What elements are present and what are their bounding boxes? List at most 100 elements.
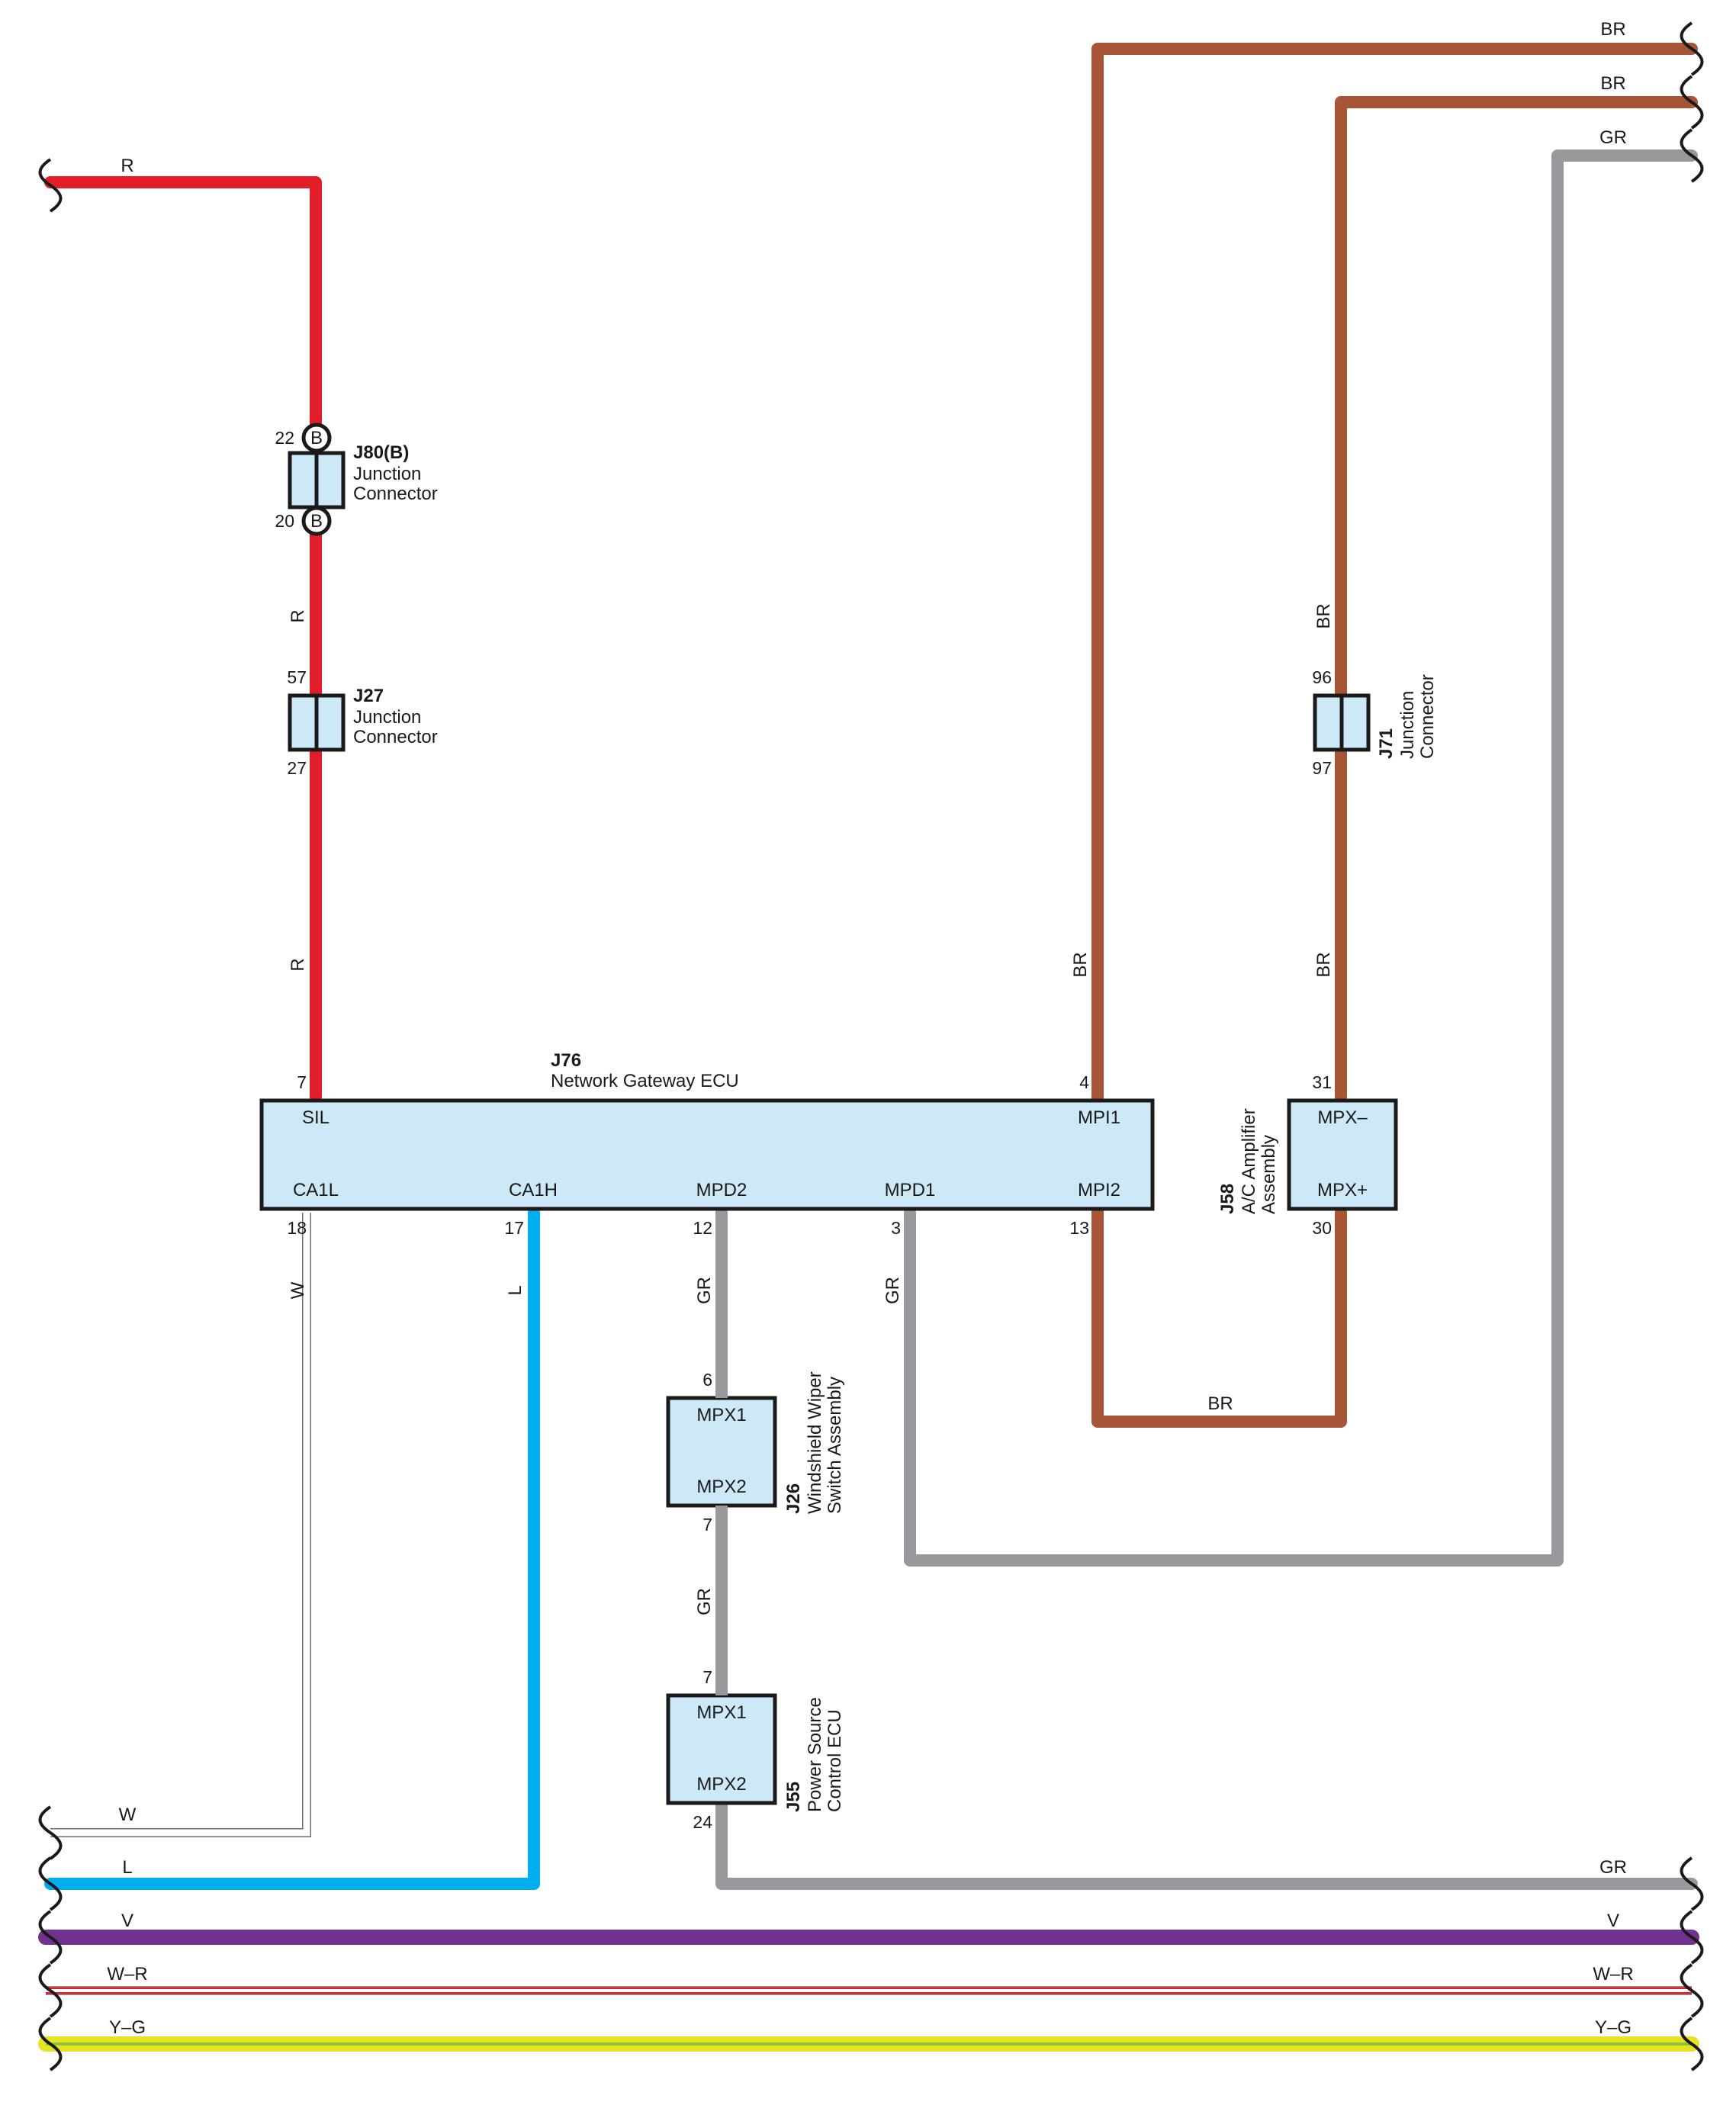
badge-b-top [301, 423, 332, 453]
wire-br-outer [1091, 43, 1698, 1428]
wire-label-gr: GR [1599, 1857, 1627, 1878]
pin-number: 96 [1312, 667, 1332, 687]
wire-label-r: R [288, 609, 308, 622]
terminal-mpi1: MPI1 [1078, 1107, 1120, 1128]
connector-name: Connector [353, 727, 438, 747]
pin-number: 57 [287, 667, 307, 687]
wire-label-w: W [288, 1281, 308, 1299]
pin-number: 6 [702, 1370, 712, 1390]
badge-b-bottom [301, 506, 332, 536]
terminal-mpx1: MPX1 [696, 1702, 746, 1723]
connector-name: Connector [1417, 674, 1438, 759]
wire-label-gr: GR [882, 1277, 903, 1304]
pin-number: 30 [1312, 1218, 1332, 1238]
wire-w [50, 1213, 311, 1837]
badge-label: B [310, 428, 323, 448]
component-j58: MPX– MPX+ 31 30 J58 A/C Amplifier Assemb… [1217, 1072, 1398, 1238]
pin-number: 24 [693, 1812, 712, 1832]
break-mark-right [1680, 1910, 1704, 1965]
badge-label: B [310, 511, 323, 532]
terminal-mpi2: MPI2 [1078, 1180, 1120, 1200]
wire-label-wr: W–R [107, 1964, 147, 1984]
component-name: Assembly [1259, 1135, 1279, 1214]
wire-label-yg: Y–G [109, 2017, 146, 2038]
wire-gr-loop [904, 149, 1698, 1567]
wire-label-l: L [122, 1857, 132, 1878]
wire-label-br: BR [1313, 952, 1334, 977]
break-mark-right [1680, 128, 1704, 183]
break-mark-left [38, 2017, 63, 2071]
connector-name: Junction [353, 464, 421, 484]
break-mark-right [1680, 75, 1704, 130]
wire-label-yg: Y–G [1595, 2017, 1632, 2038]
break-mark-left [38, 1910, 63, 1965]
pin-number: 18 [287, 1218, 307, 1238]
wire-br-inner [1335, 96, 1698, 1103]
wire-label-br: BR [1207, 1393, 1233, 1414]
connector-id: J27 [353, 686, 384, 706]
component-name: Windshield Wiper [805, 1371, 825, 1514]
break-mark-left [38, 1963, 63, 2018]
pin-number: 17 [504, 1218, 524, 1238]
terminal-mpx-minus: MPX– [1317, 1107, 1368, 1128]
connector-name: Connector [353, 484, 438, 504]
wire-label-v: V [1607, 1911, 1619, 1931]
pin-number: 7 [297, 1072, 307, 1092]
wire-label-br: BR [1070, 952, 1091, 977]
connector-name: Junction [353, 707, 421, 728]
pin-number: 31 [1312, 1072, 1332, 1092]
wire-gr-mpd2 [715, 1207, 1698, 1890]
pin-number: 13 [1069, 1218, 1089, 1238]
component-id: J58 [1217, 1184, 1238, 1214]
component-j55: MPX1 MPX2 7 24 J55 Power Source Control … [666, 1667, 845, 1832]
terminal-mpd2: MPD2 [696, 1180, 747, 1200]
connector-j80: B B 22 20 J80(B) Junction Connector [275, 423, 438, 536]
connector-j27: 57 27 J27 Junction Connector [287, 667, 437, 778]
break-mark-left [38, 158, 63, 213]
pin-number: 3 [891, 1218, 901, 1238]
pin-number: 7 [702, 1667, 712, 1687]
wire-label-r: R [288, 958, 308, 971]
terminal-mpd1: MPD1 [885, 1180, 936, 1200]
wire-label-gr: GR [694, 1277, 715, 1304]
wire-label-r: R [121, 156, 133, 176]
break-mark-right [1680, 1963, 1704, 2018]
wire-label-br: BR [1600, 73, 1625, 94]
terminal-mpx2: MPX2 [696, 1477, 746, 1497]
connector-j71: 96 97 J71 Junction Connector [1312, 667, 1438, 778]
pin-number: 20 [275, 511, 294, 531]
wire-label-v: V [121, 1911, 133, 1931]
terminal-mpx1: MPX1 [696, 1405, 746, 1425]
connector-name: Junction [1397, 691, 1418, 759]
break-mark-left [38, 1856, 63, 1911]
component-name: A/C Amplifier [1239, 1108, 1259, 1214]
pin-number: 27 [287, 758, 307, 778]
wire-l [44, 1207, 540, 1890]
wire-label-w: W [119, 1805, 137, 1825]
break-mark-right [1680, 2017, 1704, 2071]
wire-label-gr: GR [1599, 127, 1627, 148]
component-name: Power Source [805, 1697, 825, 1812]
pin-number: 97 [1312, 758, 1332, 778]
component-id: J55 [783, 1782, 804, 1812]
wire-label-br: BR [1600, 19, 1625, 40]
break-mark-right [1680, 21, 1704, 76]
wire-label-br: BR [1313, 603, 1334, 628]
wire-label-l: L [505, 1285, 526, 1295]
pin-number: 4 [1079, 1072, 1089, 1092]
component-name: Control ECU [825, 1709, 845, 1812]
terminal-ca1l: CA1L [293, 1180, 339, 1200]
terminal-sil: SIL [302, 1107, 330, 1128]
break-mark-left [38, 1805, 63, 1860]
component-name: Network Gateway ECU [551, 1071, 739, 1091]
terminal-mpx2: MPX2 [696, 1774, 746, 1795]
wire-label-gr: GR [694, 1588, 715, 1615]
pin-number: 12 [693, 1218, 712, 1238]
break-mark-right [1680, 1856, 1704, 1911]
connector-id: J71 [1376, 728, 1397, 759]
terminal-mpx-plus: MPX+ [1317, 1180, 1368, 1200]
component-j26: MPX1 MPX2 6 7 J26 Windshield Wiper Switc… [666, 1370, 845, 1535]
terminal-ca1h: CA1H [509, 1180, 558, 1200]
component-id: J26 [783, 1483, 804, 1514]
